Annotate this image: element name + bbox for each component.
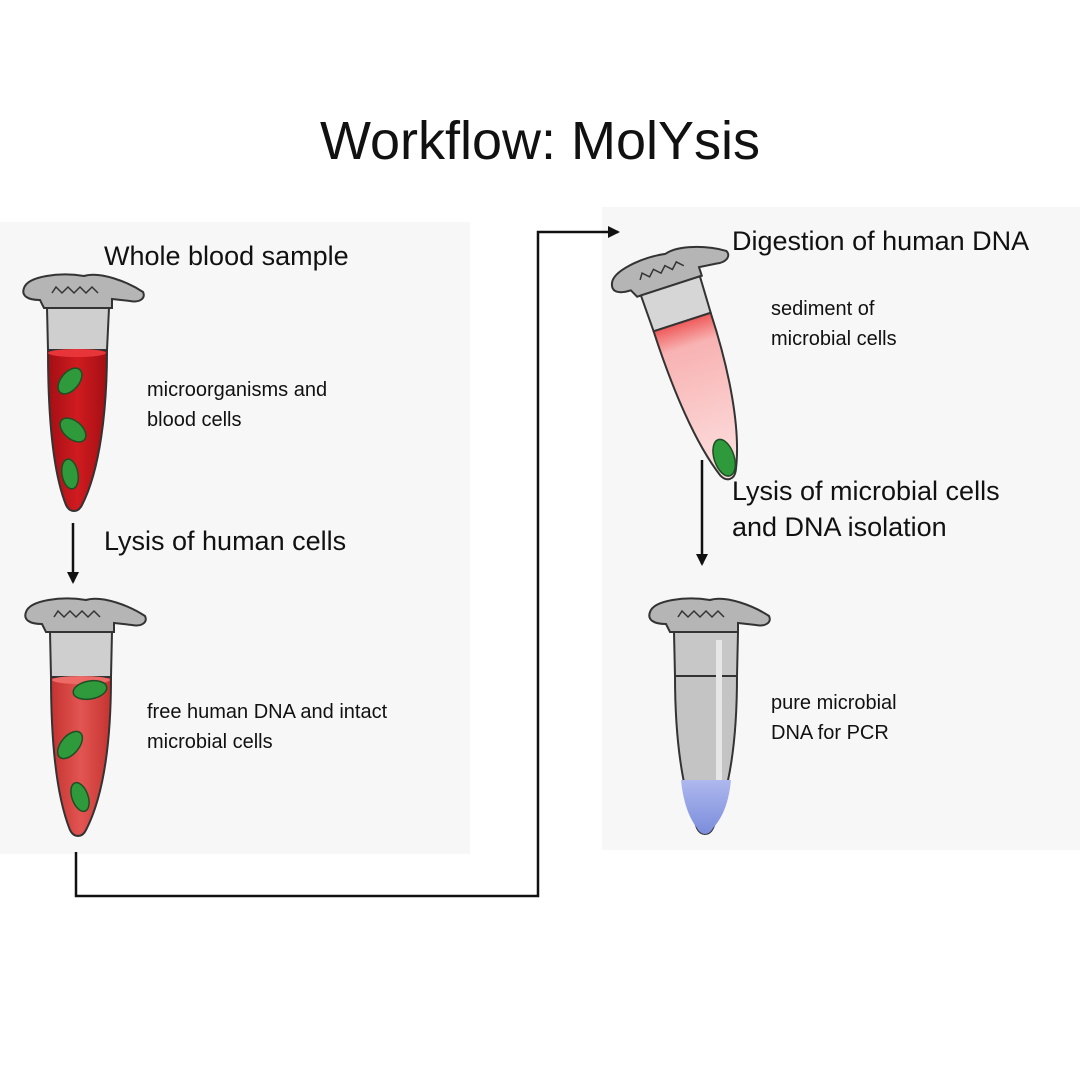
step1-heading: Whole blood sample <box>104 241 349 271</box>
step4-description: pure microbial DNA for PCR <box>771 692 897 744</box>
step1-description: microorganisms and blood cells <box>147 379 328 431</box>
step2-heading: Lysis of human cells <box>104 526 347 556</box>
step3-description: sediment of microbial cells <box>771 298 897 350</box>
tube-lysed-blood <box>24 597 147 837</box>
tube-pure-dna <box>648 597 771 835</box>
diagram-title: Workflow: MolYsis <box>319 111 761 171</box>
step4-heading: Lysis of microbial cells and DNA isolati… <box>732 476 1000 542</box>
tube-whole-blood <box>22 273 145 512</box>
tube-sediment <box>610 245 739 481</box>
step3-heading: Digestion of human DNA <box>732 226 1030 256</box>
step2-description: free human DNA and intact microbial cell… <box>147 701 388 753</box>
arrow-step2-to-step3 <box>74 226 620 898</box>
